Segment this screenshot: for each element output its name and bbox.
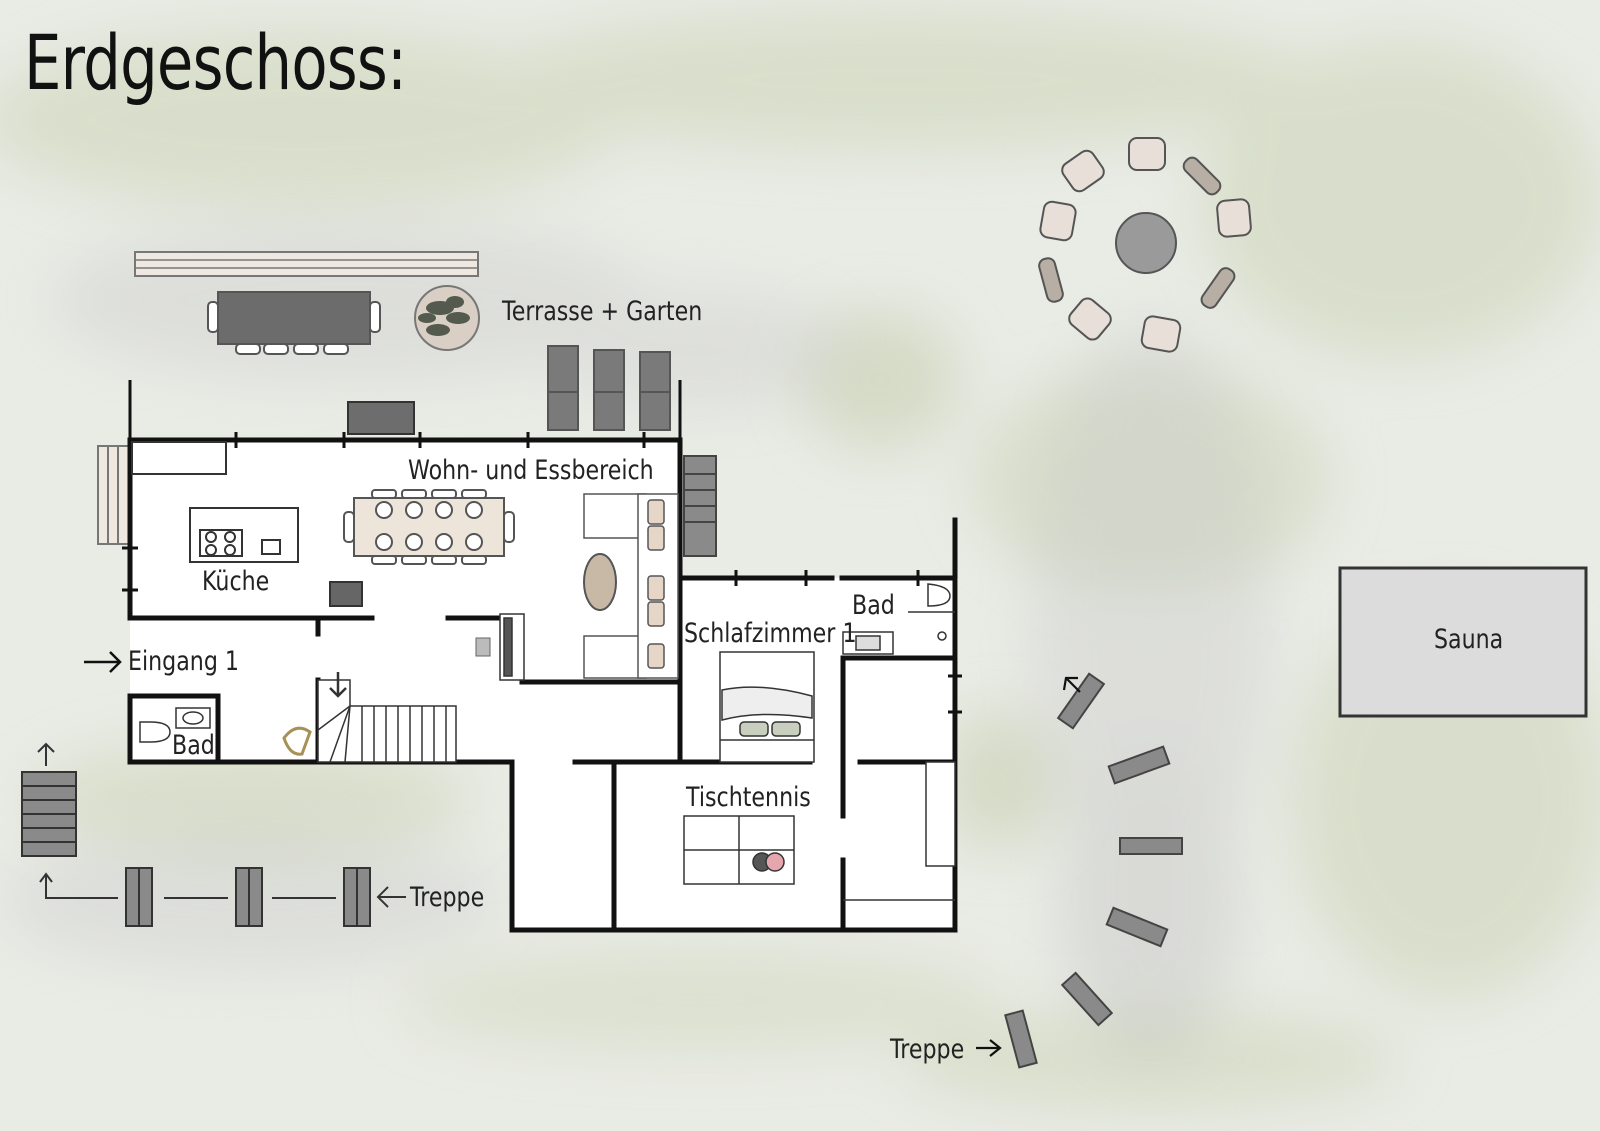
label-bathroom-lower: Bad bbox=[172, 730, 215, 761]
label-entrance: Eingang 1 bbox=[128, 646, 240, 677]
label-kitchen: Küche bbox=[202, 566, 270, 597]
right-stepping-stones bbox=[976, 672, 1183, 1069]
sauna-building bbox=[1338, 566, 1588, 718]
label-stairs-left: Treppe bbox=[410, 882, 485, 913]
window-marks bbox=[122, 380, 962, 714]
left-stair-path bbox=[21, 742, 406, 927]
sun-loungers bbox=[547, 345, 671, 431]
bed bbox=[719, 651, 815, 763]
kitchen-island bbox=[131, 441, 299, 563]
inner-staircase bbox=[317, 672, 457, 763]
terrace-dining-table bbox=[207, 291, 381, 355]
coffee-table bbox=[583, 553, 617, 611]
label-stairs-right: Treppe bbox=[890, 1034, 965, 1065]
side-lounger bbox=[683, 455, 717, 557]
entrance-arrow-icon bbox=[84, 651, 122, 673]
bathroom-fixtures bbox=[842, 583, 955, 655]
piano-stool bbox=[475, 637, 491, 657]
label-sauna: Sauna bbox=[1434, 624, 1504, 655]
guest-bathroom-fixtures bbox=[139, 707, 211, 743]
side-bench bbox=[97, 445, 131, 545]
label-terrace: Terrasse + Garten bbox=[502, 296, 703, 327]
label-living-dining: Wohn- und Essbereich bbox=[408, 455, 654, 486]
label-table-tennis: Tischtennis bbox=[686, 782, 811, 813]
armchair bbox=[282, 726, 312, 756]
page-title: Erdgeschoss: bbox=[24, 18, 407, 107]
piano bbox=[499, 613, 525, 681]
garden-background bbox=[0, 10, 1600, 1110]
sofa bbox=[583, 493, 679, 679]
label-bedroom: Schlafzimmer 1 bbox=[684, 618, 857, 649]
table-tennis-table bbox=[683, 815, 795, 885]
plant-icon bbox=[414, 285, 480, 351]
storage-cabinet bbox=[925, 761, 956, 867]
fire-pit-seating bbox=[1038, 137, 1252, 353]
label-bathroom-upper: Bad bbox=[852, 590, 895, 621]
terrace-bench bbox=[134, 251, 479, 277]
terrace-sideboard bbox=[347, 401, 415, 435]
dining-table bbox=[343, 489, 515, 565]
kitchen-appliance bbox=[329, 581, 363, 607]
